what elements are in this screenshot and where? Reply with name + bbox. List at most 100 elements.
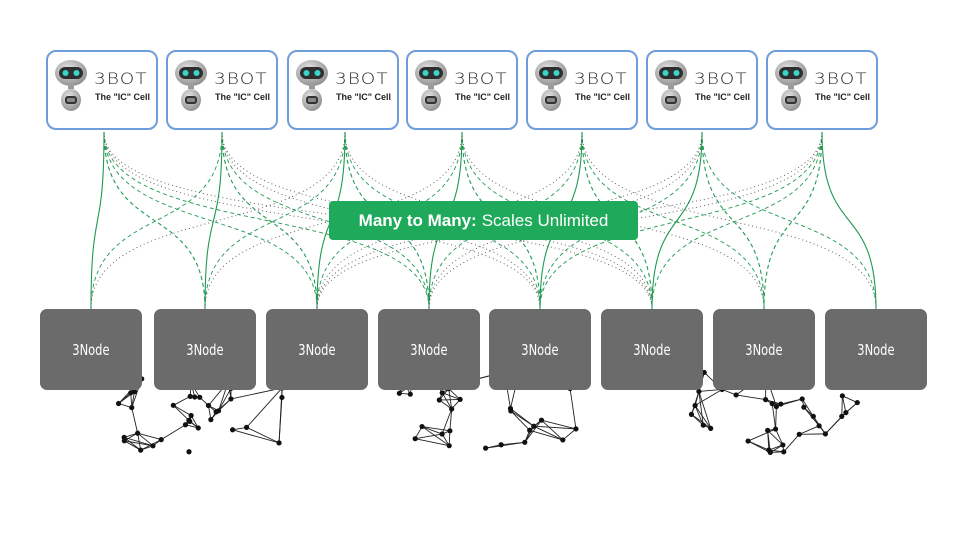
mesh-edge [131,407,139,434]
mesh-node [700,422,706,428]
mesh-edge [131,391,135,408]
mesh-node [449,406,455,412]
mesh-node [187,393,193,399]
connection-line [581,131,877,310]
node-box: 3Node [601,309,703,390]
node-box: 3Node [489,309,591,390]
mesh-node [186,417,192,423]
mesh-edge [137,432,162,441]
node-label: 3Node [72,340,110,359]
robot-icon [296,60,328,111]
robot-icon [775,60,807,111]
mesh-node [279,394,285,401]
node-box: 3Node [713,309,815,390]
mesh-node [799,396,805,402]
mesh-node [822,431,829,437]
mesh-edge [124,440,154,447]
mesh-node [816,423,822,429]
robot-icon [55,60,87,111]
mesh-edge [533,425,576,430]
mesh-edge [698,391,704,426]
mesh-edge [694,405,704,426]
mesh-edge [421,426,450,447]
mesh-edge [124,436,154,447]
mesh-node [483,445,489,451]
node-box: 3Node [378,309,480,390]
node-label: 3Node [633,340,671,359]
connection-line [103,131,541,310]
mesh-node [763,397,769,403]
robot-icon [535,60,567,111]
mesh-edge [736,394,766,401]
mesh-edge [421,426,443,435]
bot-subtitle: The "IC" Cell [695,92,751,102]
node-box: 3Node [266,309,368,390]
mesh-node [197,394,203,400]
mesh-node [773,403,779,410]
node-label: 3Node [857,340,895,359]
mesh-node [208,417,214,423]
mesh-edge [448,388,453,410]
bot-card: 3BOT The "IC" Cell [46,50,158,130]
mesh-edge [415,438,450,447]
connection-line [316,131,703,310]
bot-subtitle: The "IC" Cell [95,92,151,102]
mesh-node [276,440,282,446]
bot-logo: 3BOT [814,69,868,88]
connection-line [103,131,318,310]
bot-subtitle: The "IC" Cell [336,92,392,102]
mesh-node [188,412,194,419]
connection-line [701,131,765,310]
mesh-edge [441,392,453,410]
bot-subtitle: The "IC" Cell [455,92,511,102]
node-label: 3Node [410,340,448,359]
mesh-edge [842,395,858,403]
mesh-edge [569,388,577,429]
mesh-node [843,409,849,416]
node-box: 3Node [154,309,256,390]
mesh-edge [524,419,542,443]
connection-line [103,131,430,310]
mesh-node [419,423,425,430]
mesh-edge [246,426,280,444]
bot-card: 3BOT The "IC" Cell [406,50,518,130]
mesh-node [138,447,144,453]
bot-logo: 3BOT [694,69,748,88]
mesh-node [150,443,156,449]
mesh-edge [771,403,777,430]
mesh-node [692,402,698,409]
mesh-edge [421,426,450,432]
connection-line [581,131,765,310]
mesh-edge [783,434,800,453]
mesh-node [781,449,787,455]
bot-subtitle: The "IC" Cell [215,92,271,102]
connection-line [763,131,823,310]
mesh-edge [533,425,564,441]
mesh-edge [124,440,141,451]
mesh-node [228,396,234,402]
bot-logo: 3BOT [454,69,508,88]
mesh-node [412,436,418,442]
mesh-edge [562,428,577,441]
mesh-node [244,424,250,430]
mesh-node [708,425,714,431]
robot-icon [655,60,687,111]
banner-text: Scales Unlimited [481,210,609,230]
connection-line [428,131,703,310]
mesh-node [407,391,413,397]
mesh-node [854,399,860,406]
connection-line [221,131,430,310]
mesh-edge [841,395,843,417]
connection-line [90,131,346,310]
mesh-node [796,431,802,437]
mesh-edge [137,432,154,447]
mesh-edge [510,410,535,427]
mesh-node [215,408,222,414]
robot-icon [415,60,447,111]
connection-line [651,131,703,310]
mesh-edge [441,408,453,435]
mesh-edge [442,392,461,400]
mesh-edge [524,425,535,443]
mesh-edge [541,419,564,441]
